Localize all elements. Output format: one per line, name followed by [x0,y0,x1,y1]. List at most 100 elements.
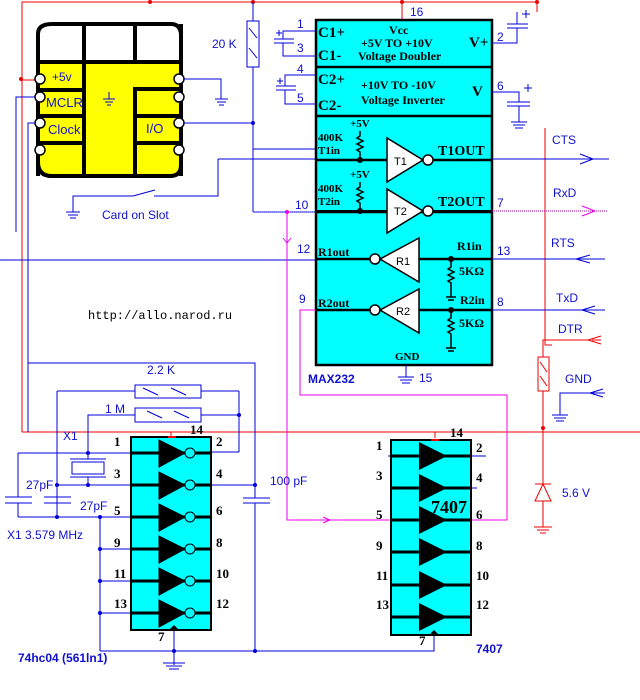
max232-pin1: 1 [297,17,304,31]
max232-pin13: 13 [497,244,511,258]
card-contact-pads [34,73,185,156]
max232-name: MAX232 [308,372,355,386]
card-vcc-label: +5v [52,70,72,84]
max232-external [274,10,609,422]
max232-c1p: C1+ [318,25,345,41]
ic-7407-body-label: 7407 [431,497,467,517]
hc04-pin5: 5 [114,503,121,518]
ic7407-pin12: 12 [476,597,489,612]
r1-gate-label: R1 [396,256,410,268]
cap2-label: 27pF [80,499,107,513]
t1-driver [316,131,492,184]
r1-receiver [316,236,492,301]
r2-out: R2out [318,296,349,310]
t1-res: 400K [318,132,344,144]
hc04-pin4: 4 [216,466,223,481]
r2-gate-label: R2 [396,306,410,318]
max232-pin15: 15 [419,371,433,385]
t1-gate-label: T1 [394,156,407,168]
hc04-pin12: 12 [216,596,229,611]
ic7407-pin6: 6 [476,507,483,522]
t2-driver [316,182,492,235]
vcc-wires [21,1,640,438]
hc04-pin14: 14 [190,422,204,437]
junction-dot [357,208,363,214]
max232-vminus: V [472,84,483,100]
resistor-1m-label: 1 M [105,402,125,416]
url-label: http://allo.narod.ru [88,309,232,323]
t2-in: T2in [318,196,340,208]
t2-res: 400K [318,183,344,195]
r2-res: 5KΩ [459,316,484,330]
rxd-label: RxD [553,186,577,200]
ic7407-pin14: 14 [450,425,464,440]
card-io-label: I/O [146,121,163,136]
r1-in: R1in [457,239,482,253]
junction-dot [148,0,152,4]
ic7407-pin2: 2 [476,440,483,455]
magenta-wires [282,212,508,524]
blue-wires [0,2,316,432]
max232-c2p: C2+ [318,72,345,88]
dtr-label: DTR [558,322,583,336]
rxd-arrow [581,205,596,217]
max232-pin12: 12 [297,242,311,256]
junction-dot [251,121,255,125]
max232-pin6: 6 [497,79,504,93]
cap1-label: 27pF [26,478,53,492]
max232-pin9: 9 [299,292,306,306]
max232-doubler-range: +5V TO +10V [361,36,433,50]
junction-dot [285,210,289,214]
t1-in: T1in [318,145,340,157]
max232-pin7: 7 [497,196,504,210]
ic7407-pin8: 8 [476,538,483,553]
txd-label: TxD [556,291,578,305]
r2-in: R2in [460,293,485,307]
ic7407-pin5: 5 [376,507,383,522]
ic7407-pin4: 4 [476,470,483,485]
ic-74hc04 [130,436,212,631]
junction-dot [448,256,454,262]
smart-card [36,22,183,178]
hc04-pin9: 9 [114,535,121,550]
max232-c2m: C2- [318,98,341,114]
ic7407-pin1: 1 [376,438,383,453]
xtal-freq-label: X1 3.579 MHz [7,528,83,542]
hc04-name: 74hc04 (561ln1) [18,651,107,665]
t2-pullup: +5V [350,169,370,181]
zener-label: 5.6 V [562,486,590,500]
r1-res: 5KΩ [459,264,484,278]
ic7407-pin3: 3 [376,468,383,483]
card-mclr-label: MCLR [46,95,83,110]
rts-label: RTS [551,236,575,250]
oscillator-wires [5,362,486,670]
ic7407-pin13: 13 [376,597,390,612]
hc04-pin10: 10 [216,566,229,581]
hc04-pin3: 3 [114,466,121,481]
ic7407-name: 7407 [476,642,503,656]
osc-dots [55,413,257,653]
card-clock-label: Clock [48,122,81,137]
ic7407-pin9: 9 [376,538,383,553]
max232-vplus: V+ [469,35,488,51]
dtr-zener-circuit [534,335,602,534]
junction-dot [400,0,404,4]
max232-pin2: 2 [497,30,504,44]
junction-dot [448,307,454,313]
max232-inverter-range: +10V TO -10V [361,78,436,92]
ground-icon [103,92,115,106]
hc04-pin13: 13 [114,596,128,611]
r1-out: R1out [318,245,349,259]
xtal-label: X1 [63,429,78,443]
max232-pin4: 4 [297,62,304,76]
max232-pin5: 5 [297,91,304,105]
max232-c1m: C1- [318,48,341,64]
max232-pin16: 16 [410,5,424,19]
max232-doubler-desc: Voltage Doubler [358,49,442,63]
gnd-label: GND [565,372,592,386]
junction-dot [541,426,545,430]
t2-gate-label: T2 [394,206,407,218]
hc04-pin2: 2 [216,434,223,449]
max232-gnd: GND [395,351,420,363]
